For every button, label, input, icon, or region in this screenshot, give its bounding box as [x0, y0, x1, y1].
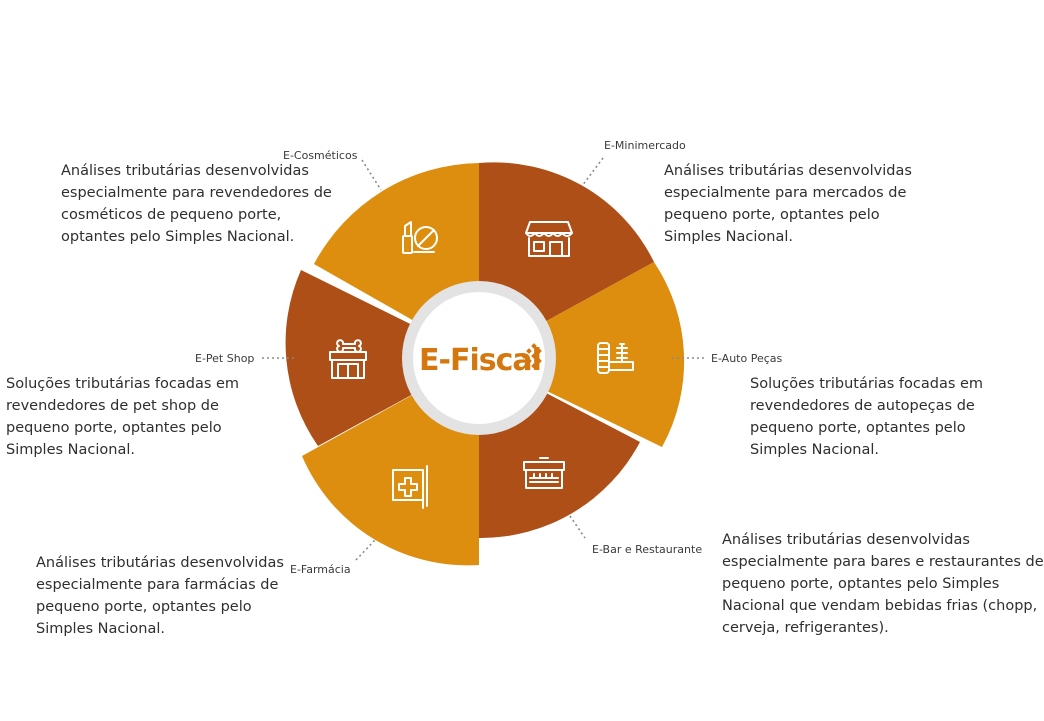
- pharmacy-icon: [392, 465, 428, 509]
- center-disc: [413, 292, 545, 424]
- segment-e-auto-pecas[interactable]: [479, 262, 685, 447]
- storefront-icon: [525, 221, 573, 257]
- label-e-bar-restaurante: E-Bar e Restaurante: [592, 543, 702, 556]
- label-e-auto-pecas: E-Auto Peças: [711, 352, 783, 365]
- label-e-minimercado: E-Minimercado: [604, 139, 686, 152]
- label-e-cosmeticos: E-Cosméticos: [283, 149, 358, 162]
- auto-parts-icon: [597, 342, 634, 374]
- connector-e-minimercado: [581, 157, 604, 187]
- segment-e-pet-shop[interactable]: [285, 270, 479, 446]
- description-e-auto-pecas: Soluções tributárias focadas em revended…: [750, 376, 984, 458]
- connector-e-cosmeticos: [361, 159, 382, 191]
- description-e-pet-shop: Soluções tributárias focadas em revended…: [6, 376, 240, 458]
- description-e-farmacia: Análises tributárias desenvolvidas espec…: [36, 555, 284, 637]
- cosmetics-icon: [402, 221, 438, 254]
- connector-e-farmacia: [355, 539, 376, 561]
- pet-shop-icon: [329, 339, 367, 379]
- label-e-pet-shop: E-Pet Shop: [195, 352, 254, 365]
- brand-diamond-icon: [521, 343, 542, 369]
- connector-e-bar-restaurante: [569, 515, 586, 539]
- description-e-minimercado: Análises tributárias desenvolvidas espec…: [664, 163, 912, 245]
- restaurant-icon: [523, 457, 565, 489]
- brand-logo: E-Fiscal: [419, 343, 542, 378]
- brand-name: E-Fiscal: [419, 343, 541, 378]
- description-e-bar-restaurante: Análises tributárias desenvolvidas espec…: [722, 532, 1044, 636]
- description-e-cosmeticos: Análises tributárias desenvolvidas espec…: [61, 163, 332, 245]
- label-e-farmacia: E-Farmácia: [290, 563, 351, 576]
